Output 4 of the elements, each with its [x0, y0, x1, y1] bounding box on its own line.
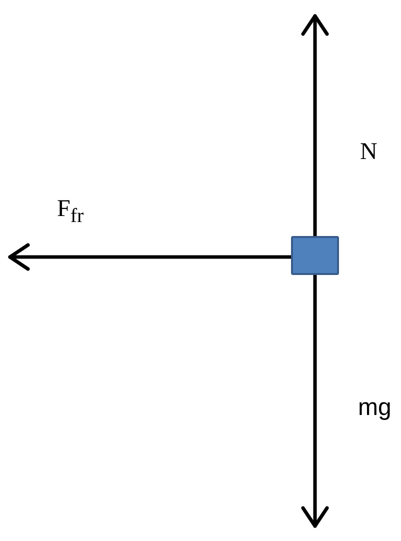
force-label: mg — [358, 396, 392, 420]
force-label: F$_{fr}$ — [57, 197, 84, 226]
force-label: N — [360, 140, 378, 164]
block — [291, 236, 339, 275]
